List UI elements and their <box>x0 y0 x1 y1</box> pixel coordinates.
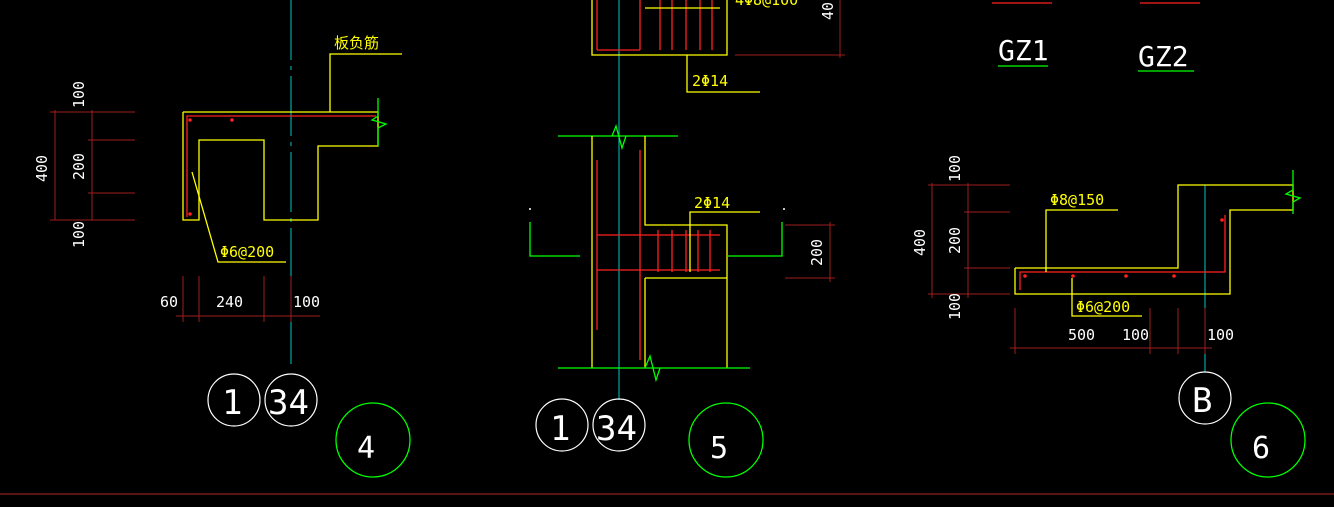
column-labels: GZ1 GZ2 <box>992 2 1200 73</box>
label-stirrup-4: Φ6@200 <box>220 243 274 261</box>
dim-text: 60 <box>160 293 178 311</box>
detail-bubble-5 <box>688 402 764 478</box>
break-mark-6 <box>1284 170 1302 214</box>
dim-text: 100 <box>1207 326 1234 344</box>
side-green-left <box>529 222 580 257</box>
dim-text: 100 <box>293 293 320 311</box>
detail-number: 4 <box>357 431 375 466</box>
dim-text: 400 <box>33 155 51 182</box>
leader-2d14-top <box>686 55 760 93</box>
section-outline-4 <box>182 111 379 221</box>
label-gz2: GZ2 <box>1138 40 1189 73</box>
dim-text: 100 <box>946 155 964 182</box>
side-green-right <box>727 222 783 257</box>
detail-5: 4Φ8@100 40 2Φ14 2Φ14 200 <box>529 0 845 478</box>
label-dist-6: Φ8@150 <box>1050 191 1104 209</box>
axis-label: 1 <box>222 383 242 423</box>
detail-6: Φ8@150 Φ6@200 100 200 100 400 500 100 10… <box>911 155 1306 478</box>
axis-label: B <box>1192 381 1212 421</box>
wall-outline-right <box>644 136 728 368</box>
rebar-dot <box>230 118 234 122</box>
detail-number: 6 <box>1252 431 1270 466</box>
label-top-partial: 4Φ8@100 <box>735 0 798 9</box>
leader-slab-rebar <box>329 53 402 112</box>
break-mark-4 <box>370 98 388 146</box>
dim-text: 100 <box>70 81 88 108</box>
break-mark-top-5 <box>611 123 627 151</box>
rebar-outline-6 <box>1019 215 1226 290</box>
rebar-dot <box>1124 274 1128 278</box>
detail-number: 5 <box>710 431 728 466</box>
dim-text: 200 <box>70 153 88 180</box>
rebar-dot <box>1071 274 1075 278</box>
rebar-dot <box>1023 274 1027 278</box>
detail-bubble-6 <box>1230 402 1306 478</box>
point-mark <box>529 208 531 210</box>
axis-label: 34 <box>596 409 637 449</box>
dim-text: 40 <box>819 2 837 20</box>
rebar-dot <box>188 118 192 122</box>
label-2d14-top: 2Φ14 <box>692 72 728 90</box>
dim-text: 100 <box>946 293 964 320</box>
label-gz1: GZ1 <box>998 34 1049 67</box>
dim-text: 240 <box>216 293 243 311</box>
break-mark-bottom-5 <box>644 353 661 383</box>
rebar-outline-4 <box>186 115 376 217</box>
axis-bubble-b <box>1178 371 1232 425</box>
dim-text: 200 <box>808 239 826 266</box>
dim-text: 200 <box>946 227 964 254</box>
rebar-dot <box>1172 274 1176 278</box>
label-slab-neg-rebar: 板负筋 <box>334 34 379 52</box>
axis-label: 1 <box>550 409 570 449</box>
leader-stirrup-6 <box>1071 278 1142 317</box>
rebar-dot <box>1220 218 1224 222</box>
point-mark <box>783 208 785 210</box>
detail-4: 板负筋 Φ6@200 100 200 100 400 60 240 100 1 … <box>33 0 411 478</box>
axis-bubble-34 <box>592 398 646 452</box>
label-stirrup-6: Φ6@200 <box>1076 298 1130 316</box>
axis-bubble-34 <box>264 373 318 427</box>
leader-dist-6 <box>1045 209 1118 272</box>
detail-bubble-4 <box>335 402 411 478</box>
axis-bubble-1 <box>207 373 261 427</box>
dim-text: 500 <box>1068 326 1095 344</box>
axis-bubble-1 <box>535 398 589 452</box>
label-2d14-mid: 2Φ14 <box>694 194 730 212</box>
dim-text: 100 <box>70 221 88 248</box>
leader-stirrup-4 <box>191 171 286 263</box>
rebar-dot <box>188 212 192 216</box>
top-section-outline <box>591 0 728 56</box>
dim-text: 100 <box>1122 326 1149 344</box>
dim-text: 400 <box>911 229 929 256</box>
axis-label: 34 <box>268 383 309 423</box>
leader-2d14-mid <box>689 211 760 272</box>
